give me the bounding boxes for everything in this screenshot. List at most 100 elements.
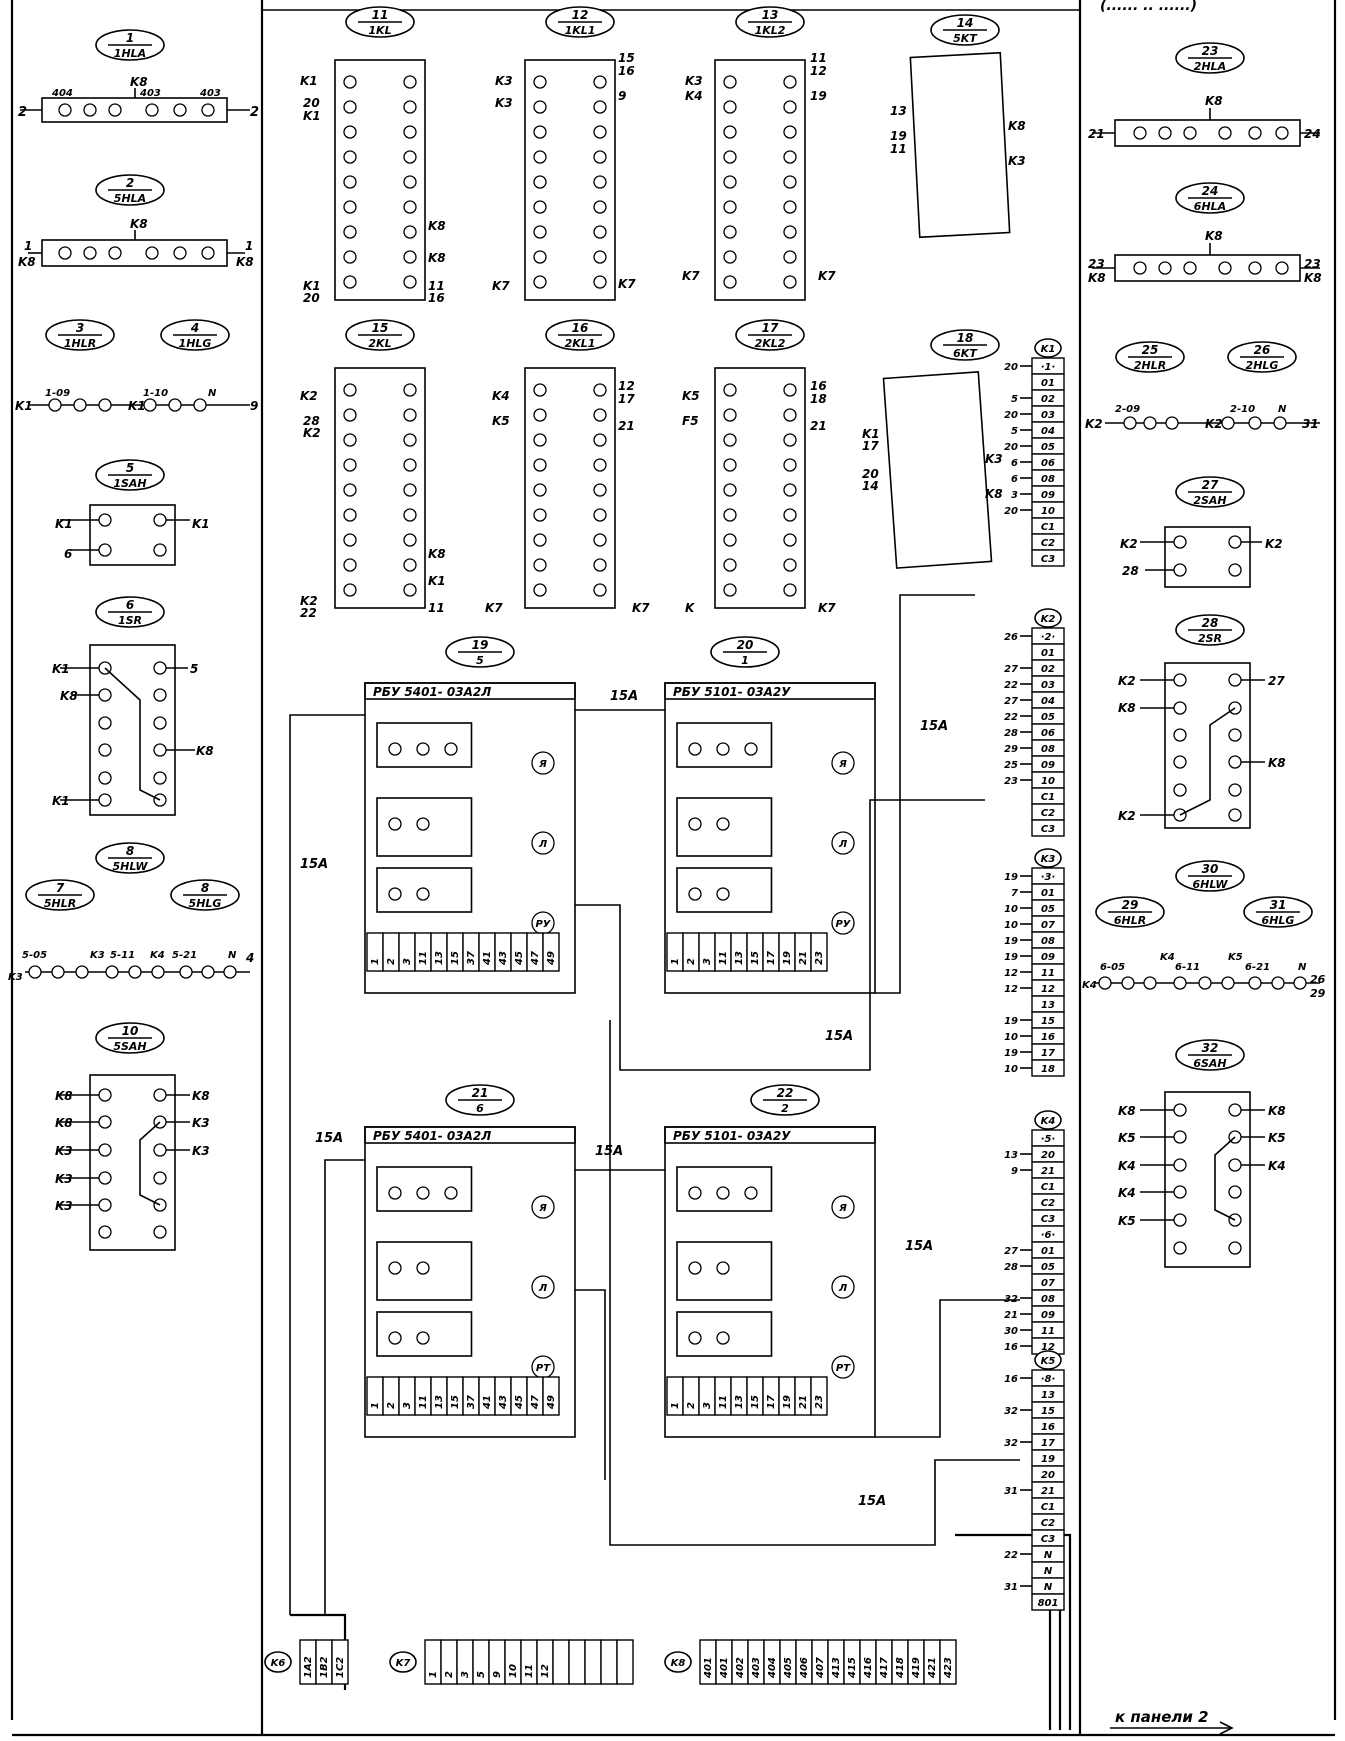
block-cell: C2 <box>1041 1518 1055 1529</box>
block-cell: 419 <box>911 1657 922 1679</box>
svg-text:K7: K7 <box>618 277 636 291</box>
svg-text:K8: K8 <box>60 689 78 703</box>
svg-text:K3: K3 <box>55 1144 73 1158</box>
tag-number: 22 <box>777 1086 794 1100</box>
tag-number: 20 <box>737 638 754 652</box>
tag-code: 6HLW <box>1192 878 1228 891</box>
relay-pin <box>533 175 547 189</box>
block-cell: 04 <box>1041 426 1055 437</box>
tag-number: 1 <box>126 31 134 45</box>
tag-number: 11 <box>372 8 389 22</box>
block-cell: 1A2 <box>303 1656 314 1678</box>
unit-terminal: 11 <box>418 1395 429 1409</box>
unit-terminal: 2 <box>686 958 697 965</box>
block-cell: C3 <box>1041 554 1055 565</box>
lamp-chain-6HLR-6HLW-6HLG: K46-05 K46-11 K56-21 N26 29 <box>1082 952 1326 1000</box>
block-cell: 407 <box>815 1657 826 1679</box>
block-cell: 09 <box>1041 760 1055 771</box>
svg-text:K1: K1 <box>15 399 33 413</box>
block-cell: 05 <box>1041 442 1055 453</box>
unit-terminal: 15 <box>750 1395 761 1409</box>
svg-text:13: 13 <box>890 104 907 118</box>
unit-terminal: 43 <box>498 951 509 966</box>
unit-terminal: 45 <box>514 1395 525 1410</box>
svg-text:26: 26 <box>1310 973 1326 986</box>
relay-pin <box>723 558 737 572</box>
unit-terminal: 47 <box>530 1395 541 1410</box>
block-cell: ·1· <box>1041 362 1056 373</box>
svg-text:K8: K8 <box>1205 94 1223 108</box>
relay-pin <box>533 433 547 447</box>
block-cell: 03 <box>1041 410 1055 421</box>
block-cell: C2 <box>1041 808 1055 819</box>
block-lead: 27 <box>1004 696 1018 707</box>
relay-pin <box>343 200 357 214</box>
block-cell: 415 <box>847 1657 858 1679</box>
tag-code: 6KT <box>953 347 978 360</box>
tag-number: 21 <box>472 1086 489 1100</box>
tag-code: 2 <box>781 1102 789 1115</box>
tag-number: 17 <box>762 321 779 335</box>
tag-number: 14 <box>957 16 974 30</box>
block-lead: 19 <box>1004 872 1018 883</box>
relay-pin <box>593 483 607 497</box>
block-cell: C2 <box>1041 1198 1055 1209</box>
tag-code: 5HLR <box>44 897 76 910</box>
unit-terminal: 19 <box>782 951 793 965</box>
relay-pin <box>533 125 547 139</box>
svg-text:5: 5 <box>190 662 198 676</box>
block-cell: 416 <box>863 1657 874 1679</box>
tag-code: 1HLA <box>114 47 146 60</box>
relay-pin <box>343 125 357 139</box>
relay-pin <box>343 250 357 264</box>
svg-text:4: 4 <box>245 951 254 965</box>
svg-text:K8: K8 <box>428 219 446 233</box>
block-cell: ·8· <box>1041 1374 1056 1385</box>
block-cell: 02 <box>1041 664 1055 675</box>
relay-pin <box>403 175 417 189</box>
relay-pin <box>723 100 737 114</box>
terminal-block: K2·2·26010227032204270522062808290925102… <box>1004 608 1065 837</box>
relay-pin <box>593 508 607 522</box>
svg-text:K3: K3 <box>985 452 1003 466</box>
svg-text:K1: K1 <box>52 662 70 676</box>
relay-pin <box>723 383 737 397</box>
svg-text:5-05: 5-05 <box>22 950 47 961</box>
svg-text:K4: K4 <box>1118 1159 1136 1173</box>
svg-text:K8: K8 <box>1205 229 1223 243</box>
tag-code: 2HLG <box>1246 359 1279 372</box>
block-cell: 417 <box>879 1657 890 1679</box>
block-lead: 3 <box>1011 490 1018 501</box>
block-cell: 08 <box>1041 936 1055 947</box>
relay-pin <box>783 533 797 547</box>
wires-15A: 15А 15А 15А 15А 15А 15А 15А 15А <box>289 594 1072 1730</box>
tag-number: 7 <box>56 881 65 895</box>
position-tag: 216 <box>445 1084 515 1116</box>
svg-text:K: K <box>685 601 696 615</box>
relay-pin <box>723 275 737 289</box>
relay-pin <box>403 100 417 114</box>
indicator-label: РТ <box>836 1363 851 1374</box>
svg-text:K2: K2 <box>1265 537 1283 551</box>
unit-terminal: 15 <box>450 951 461 965</box>
svg-text:K8: K8 <box>130 217 148 231</box>
block-cell: 13 <box>1041 1000 1055 1011</box>
svg-text:5-21: 5-21 <box>172 950 197 961</box>
relay-pin <box>593 433 607 447</box>
relay-pin <box>403 558 417 572</box>
relay-pin <box>403 275 417 289</box>
relay-pin <box>593 75 607 89</box>
relay-pin <box>593 225 607 239</box>
svg-text:K1: K1 <box>300 74 318 88</box>
relay-pin <box>403 433 417 447</box>
tag-number: 13 <box>762 8 779 22</box>
block-cell: C3 <box>1041 1214 1055 1225</box>
block-cell: 10 <box>508 1664 519 1678</box>
relay-pin <box>593 583 607 597</box>
unit-terminal: 17 <box>766 951 777 965</box>
